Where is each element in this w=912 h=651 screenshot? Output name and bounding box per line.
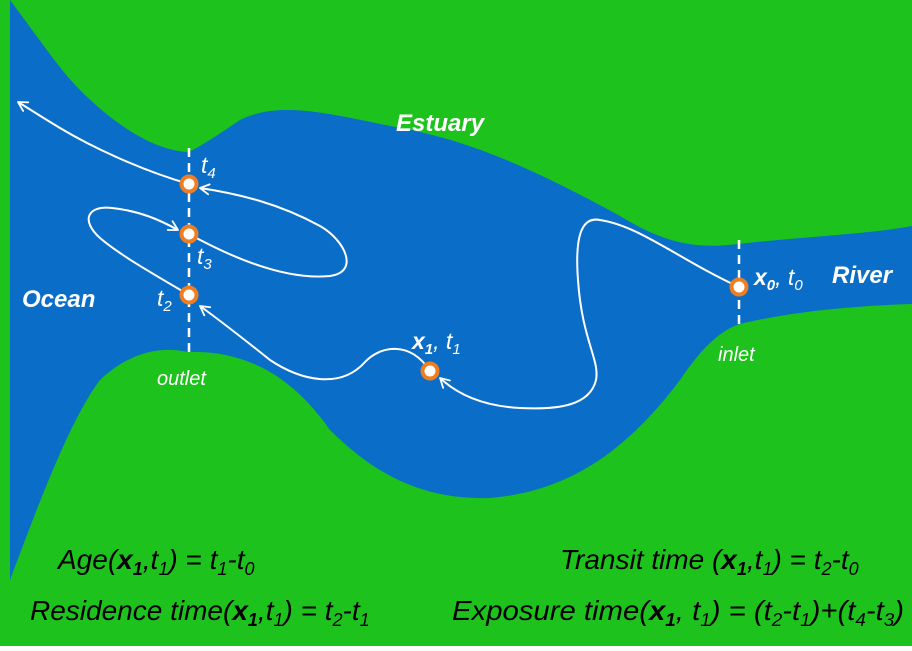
label-outlet: outlet — [157, 368, 207, 390]
water-body — [10, 0, 912, 580]
label-ocean: Ocean — [22, 286, 95, 313]
label-x0-t0: x0, t0 — [752, 264, 803, 294]
equation-age: Age(x1,t1) = t1-t0 — [56, 544, 254, 579]
label-t4: t4 — [201, 152, 216, 182]
label-x1-t1: x1, t1 — [410, 328, 461, 358]
label-inlet: inlet — [718, 344, 756, 366]
label-estuary: Estuary — [396, 110, 486, 137]
equation-transit-time: Transit time (x1,t1) = t2-t0 — [560, 544, 859, 579]
equation-exposure-time: Exposure time(x1, t1) = (t2-t1)+(t4-t3) — [452, 595, 904, 630]
path-t3-to-t4 — [188, 183, 348, 278]
marker-t4 — [179, 174, 199, 194]
path-x1-to-t2 — [199, 305, 431, 381]
marker-x0 — [729, 277, 749, 297]
path-t4-to-ocean — [17, 101, 190, 185]
label-river: River — [832, 262, 894, 289]
label-t2: t2 — [157, 285, 172, 315]
path-t2-to-t3 — [87, 206, 190, 296]
marker-t3 — [179, 224, 199, 244]
equation-residence-time: Residence time(x1,t1) = t2-t1 — [30, 595, 370, 630]
path-x0-to-x1 — [439, 218, 740, 410]
marker-t2 — [179, 285, 199, 305]
marker-x1 — [420, 361, 440, 381]
label-t3: t3 — [197, 243, 212, 273]
